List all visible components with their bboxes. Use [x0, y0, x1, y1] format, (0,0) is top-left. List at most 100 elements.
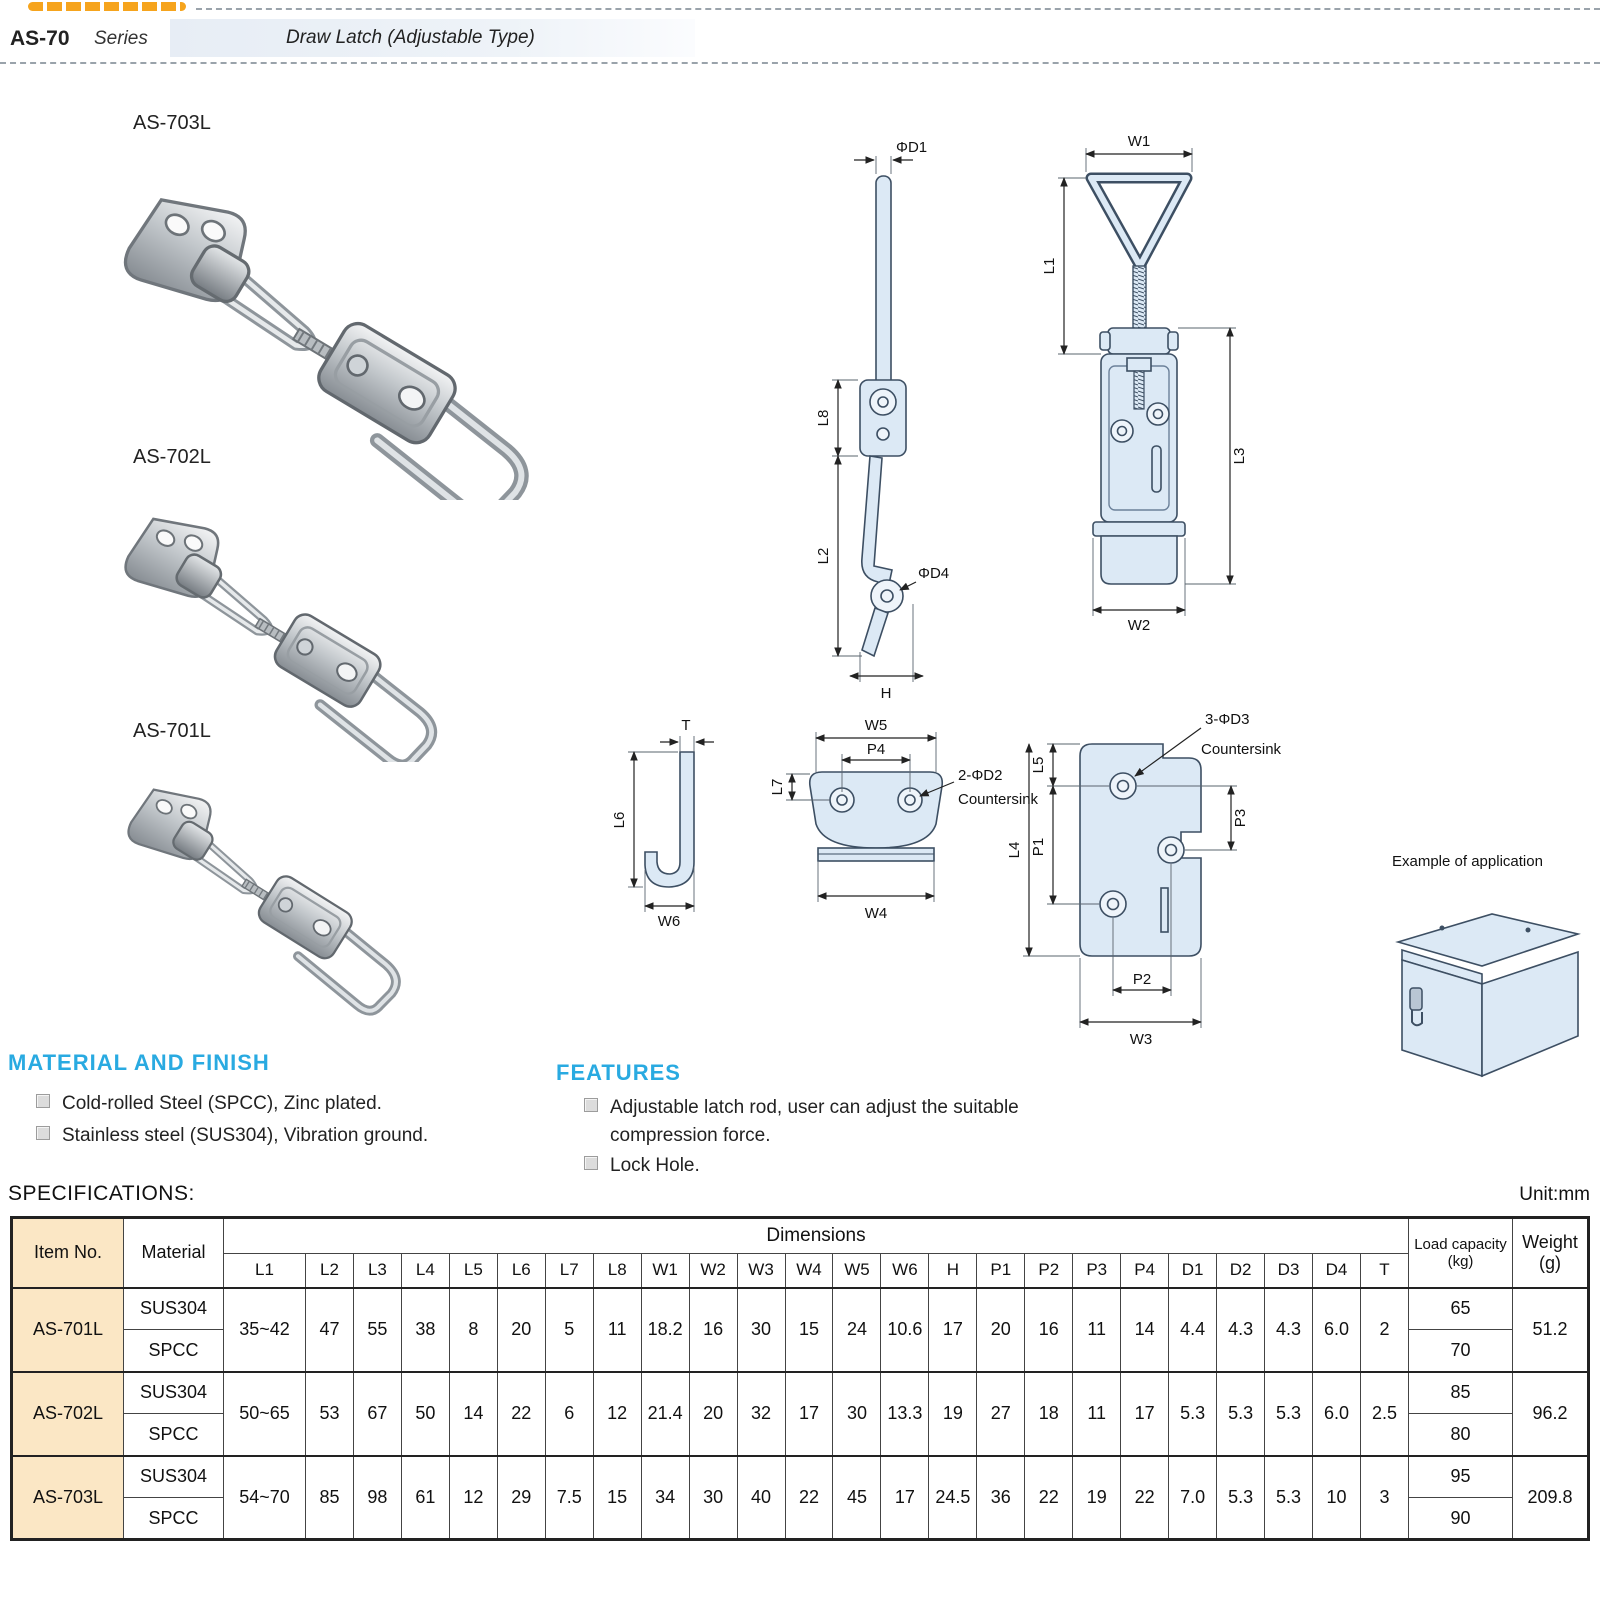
countersink-label-2: Countersink — [1201, 741, 1282, 758]
dim-value-D1: 5.3 — [1168, 1370, 1218, 1456]
product-label-as-701l: AS-701L — [133, 720, 211, 742]
dim-value-L3: 67 — [352, 1370, 402, 1456]
dim-value-W6: 17 — [880, 1454, 930, 1540]
item-no: AS-702L — [11, 1370, 124, 1456]
material-finish-heading: MATERIAL AND FINISH — [8, 1050, 270, 1075]
dim-value-L1: 50~65 — [223, 1370, 306, 1456]
col-header-item: Item No. — [11, 1217, 124, 1288]
dim-value-W2: 16 — [688, 1286, 738, 1372]
dim-value-L4: 61 — [400, 1454, 450, 1540]
dim-value-D2: 5.3 — [1216, 1454, 1266, 1540]
dim-label-p4: P4 — [867, 741, 885, 758]
dim-col-W1: W1 — [640, 1253, 690, 1288]
dim-value-D4: 10 — [1312, 1454, 1361, 1540]
dim-value-D4: 6.0 — [1312, 1286, 1361, 1372]
material-cell: SUS304 — [123, 1454, 224, 1498]
dim-value-W3: 30 — [736, 1286, 786, 1372]
material-item-text: Stainless steel (SUS304), Vibration grou… — [62, 1125, 429, 1146]
load-value: 95 — [1408, 1454, 1513, 1498]
dim-label-d3: 3-ΦD3 — [1205, 711, 1249, 728]
item-no: AS-701L — [11, 1286, 124, 1372]
dim-col-W2: W2 — [688, 1253, 738, 1288]
header-bottom-dashed-rule — [0, 62, 1600, 64]
dim-label-l6: L6 — [612, 812, 628, 829]
dim-col-W4: W4 — [784, 1253, 834, 1288]
series-word: Series — [94, 28, 148, 49]
dim-value-L4: 38 — [400, 1286, 450, 1372]
title-band — [170, 19, 695, 57]
dim-value-L6: 20 — [496, 1286, 546, 1372]
dim-label-p3: P3 — [1232, 809, 1249, 827]
dim-value-P2: 22 — [1024, 1454, 1074, 1540]
dim-value-W4: 15 — [784, 1286, 834, 1372]
dim-value-W1: 18.2 — [640, 1286, 690, 1372]
series-code: AS-70 — [10, 27, 70, 50]
dim-value-L5: 8 — [448, 1286, 498, 1372]
dim-label-l8: L8 — [815, 410, 832, 427]
dim-value-P1: 20 — [976, 1286, 1026, 1372]
dim-col-L4: L4 — [400, 1253, 450, 1288]
dim-col-L5: L5 — [448, 1253, 498, 1288]
weight-value: 209.8 — [1512, 1454, 1589, 1540]
dim-col-L8: L8 — [592, 1253, 642, 1288]
col-header-weight: Weight(g) — [1512, 1217, 1589, 1288]
drawing-front-view: W1 W2 L1 L3 — [1041, 133, 1248, 634]
dim-label-l3: L3 — [1231, 448, 1248, 465]
material-item-row: Cold-rolled Steel (SPCC), Zinc plated. — [36, 1090, 516, 1118]
dim-value-P3: 19 — [1072, 1454, 1122, 1540]
drawing-base-plate: 3-ΦD3 Countersink L5 P1 L4 P3 P2 W3 — [1006, 711, 1282, 1048]
col-header-load: Load capacity(kg) — [1408, 1217, 1513, 1288]
dim-value-L2: 47 — [305, 1286, 354, 1372]
dim-value-P3: 11 — [1072, 1286, 1122, 1372]
dim-col-L3: L3 — [352, 1253, 402, 1288]
dim-value-W3: 40 — [736, 1454, 786, 1540]
top-dashed-rule — [196, 8, 1600, 10]
dim-value-W5: 24 — [832, 1286, 882, 1372]
product-label-as-702l: AS-702L — [133, 446, 211, 468]
dim-value-L6: 22 — [496, 1370, 546, 1456]
item-no: AS-703L — [11, 1454, 124, 1540]
dim-value-W4: 22 — [784, 1454, 834, 1540]
bullet-square-icon — [584, 1098, 598, 1112]
dim-value-L5: 14 — [448, 1370, 498, 1456]
dim-value-L3: 55 — [352, 1286, 402, 1372]
material-cell: SUS304 — [123, 1370, 224, 1414]
dim-value-T: 2.5 — [1359, 1370, 1410, 1456]
product-photo-as-702l — [120, 462, 560, 762]
feature-item-row: Lock Hole. — [584, 1152, 1114, 1180]
dim-value-W6: 10.6 — [880, 1286, 930, 1372]
dim-value-D2: 5.3 — [1216, 1370, 1266, 1456]
dim-col-L7: L7 — [544, 1253, 594, 1288]
weight-value: 51.2 — [1512, 1286, 1589, 1372]
load-value: 85 — [1408, 1370, 1513, 1414]
countersink-label: Countersink — [958, 791, 1039, 808]
dim-label-w5: W5 — [865, 717, 888, 734]
dim-value-L5: 12 — [448, 1454, 498, 1540]
dim-col-D4: D4 — [1312, 1253, 1361, 1288]
dim-value-P4: 14 — [1120, 1286, 1170, 1372]
bullet-square-icon — [584, 1156, 598, 1170]
dim-value-D3: 4.3 — [1264, 1286, 1314, 1372]
drawing-side-view: ΦD1 L8 L2 ΦD4 H — [815, 139, 949, 702]
dim-value-P2: 18 — [1024, 1370, 1074, 1456]
dim-value-W4: 17 — [784, 1370, 834, 1456]
dim-label-w6: W6 — [658, 913, 681, 930]
feature-item-text: Adjustable latch rod, user can adjust th… — [610, 1097, 1019, 1146]
dim-label-l5: L5 — [1030, 757, 1047, 774]
dim-value-D3: 5.3 — [1264, 1454, 1314, 1540]
dim-label-t: T — [681, 717, 690, 734]
dim-value-P1: 36 — [976, 1454, 1026, 1540]
dim-col-H: H — [928, 1253, 978, 1288]
dim-value-L7: 5 — [544, 1286, 594, 1372]
dim-value-L2: 85 — [305, 1454, 354, 1540]
dim-value-H: 24.5 — [928, 1454, 978, 1540]
dim-label-p1: P1 — [1030, 838, 1047, 856]
dim-value-W5: 30 — [832, 1370, 882, 1456]
dim-value-T: 2 — [1359, 1286, 1410, 1372]
bullet-square-icon — [36, 1094, 50, 1108]
dim-col-P4: P4 — [1120, 1253, 1170, 1288]
unit-note: Unit:mm — [1519, 1184, 1590, 1205]
dim-label-l1: L1 — [1041, 258, 1058, 275]
dim-label-l2: L2 — [815, 548, 832, 565]
page-title: Draw Latch (Adjustable Type) — [286, 27, 535, 48]
